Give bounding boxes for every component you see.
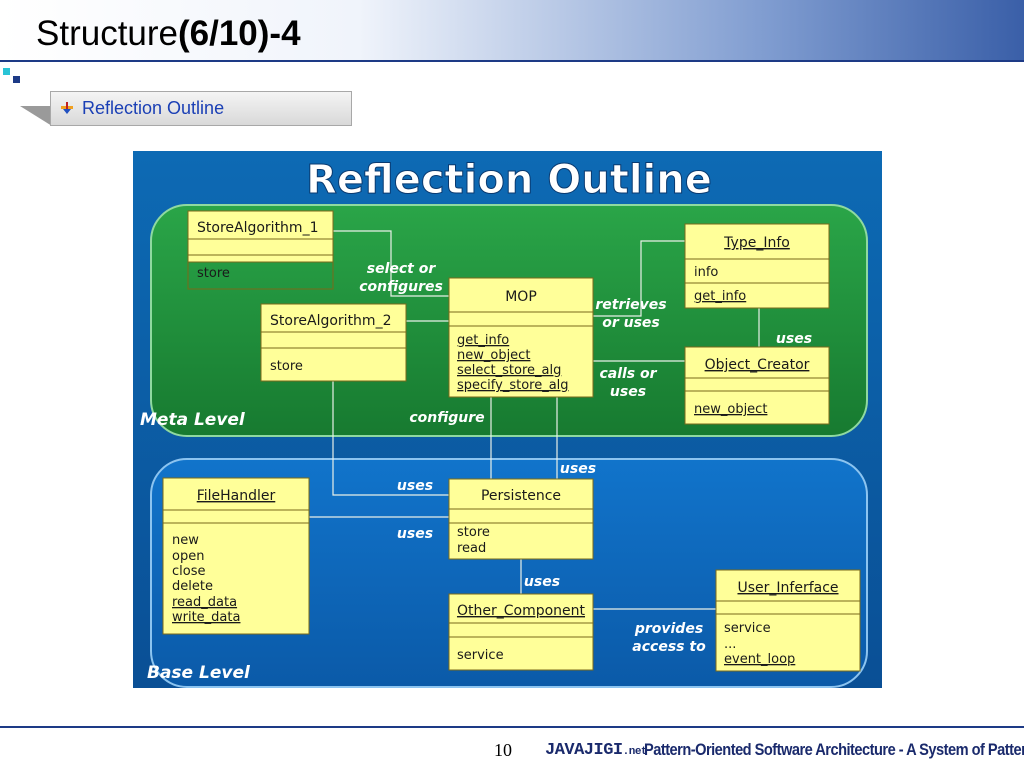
class-name: StoreAlgorithm_2 [270,313,391,329]
reflection-diagram: Reflection Outline Meta Level Base Level… [133,151,882,688]
line-mop-typeinfo [593,240,685,317]
class-member: event_loop [724,652,795,667]
class-member: info [694,265,718,280]
outline-link[interactable]: Reflection Outline [82,98,225,118]
class-method: get_info [694,289,746,304]
title-underline [0,60,1024,62]
class-member: select_store_alg [457,363,561,378]
brand-logo: JAVAJIGI.net [545,741,648,760]
bullet-square-cyan [3,68,10,75]
diagram-heading: Reflection Outline [306,157,712,203]
label-uses-persistence-other: uses [524,574,560,590]
class-user-interface[interactable]: User_Inferface service ... event_loop [715,569,861,672]
class-file-handler[interactable]: FileHandler new open close delete read_d… [162,477,310,635]
outline-tab[interactable] [50,91,352,126]
label-calls-uses: uses [610,384,646,400]
label-uses-creator: uses [776,331,812,347]
class-store-algorithm-2[interactable]: StoreAlgorithm_2 store [260,303,407,382]
base-level-panel [150,458,868,688]
page-number: 10 [494,740,512,760]
class-member: write_data [172,610,240,625]
class-name: User_Inferface [737,580,838,596]
label-select-or: select or [367,261,437,277]
class-member: delete [172,579,213,594]
label-retrieves: retrieves [595,297,666,313]
class-object-creator[interactable]: Object_Creator new_object [684,346,830,425]
class-member: store [457,525,490,540]
class-store-algorithm-1-outline [187,210,334,290]
label-configure: configure [409,410,484,426]
class-mop[interactable]: MOP get_info new_object select_store_alg… [448,277,594,398]
class-name: MOP [505,289,537,305]
footer-title: Pattern-Oriented Software Architecture -… [644,740,1024,759]
base-level-label: Base Level [147,663,251,683]
class-member: close [172,564,205,579]
down-arrow-icon [61,102,73,114]
footer-line [0,726,1024,728]
class-member: new [172,533,199,548]
label-uses-filehandler: uses [397,526,433,542]
class-name: Other_Component [457,603,586,619]
outline-tab-triangle [20,106,52,126]
brand-name: JAVAJIGI [545,741,623,760]
label-uses-store2-persistence: uses [397,478,433,494]
slide-title-bold: (6/10)-4 [178,14,301,53]
bullet-square-navy [13,76,20,83]
class-name: Persistence [481,488,561,504]
label-access-to: access to [632,639,706,655]
class-store-algorithm-1[interactable]: StoreAlgorithm_1 store [187,210,334,281]
class-name: Object_Creator [705,357,810,373]
title-bar [0,0,1024,60]
class-boxes: StoreAlgorithm_1 store StoreAlgorithm_2 … [162,210,861,672]
line-store1-mop [333,230,449,297]
class-member: get_info [457,333,509,348]
class-name: FileHandler [197,488,276,504]
label-provides: provides [634,621,703,637]
connector-lines [309,230,760,610]
meta-level-label: Meta Level [140,410,246,430]
line-store2-persistence [332,381,449,496]
class-persistence[interactable]: Persistence store read [448,478,594,560]
class-member: store [197,266,230,281]
label-configures: configures [359,279,443,295]
class-member: new_object [457,348,530,363]
class-name: StoreAlgorithm_1 [197,220,318,236]
class-type-info[interactable]: Type_Info info get_info [684,223,830,309]
class-member: new_object [694,402,767,417]
class-name: Type_Info [723,235,790,251]
class-member: specify_store_alg [457,378,569,393]
relation-labels: select or configures retrieves or uses c… [359,261,812,655]
label-calls-or: calls or [599,366,657,382]
class-member: open [172,549,204,564]
class-other-component[interactable]: Other_Component service [448,593,594,671]
label-or-uses: or uses [602,315,660,331]
class-member: ... [724,637,736,652]
slide-title-main: Structure [36,14,178,53]
class-member: service [724,621,771,636]
class-member: read_data [172,595,237,610]
label-uses-mop-persistence: uses [560,461,596,477]
class-member: service [457,648,504,663]
class-member: store [270,359,303,374]
brand-suffix: .net [622,746,648,758]
slide-title: Structure(6/10)-4 [36,14,301,54]
class-member: read [457,541,486,556]
